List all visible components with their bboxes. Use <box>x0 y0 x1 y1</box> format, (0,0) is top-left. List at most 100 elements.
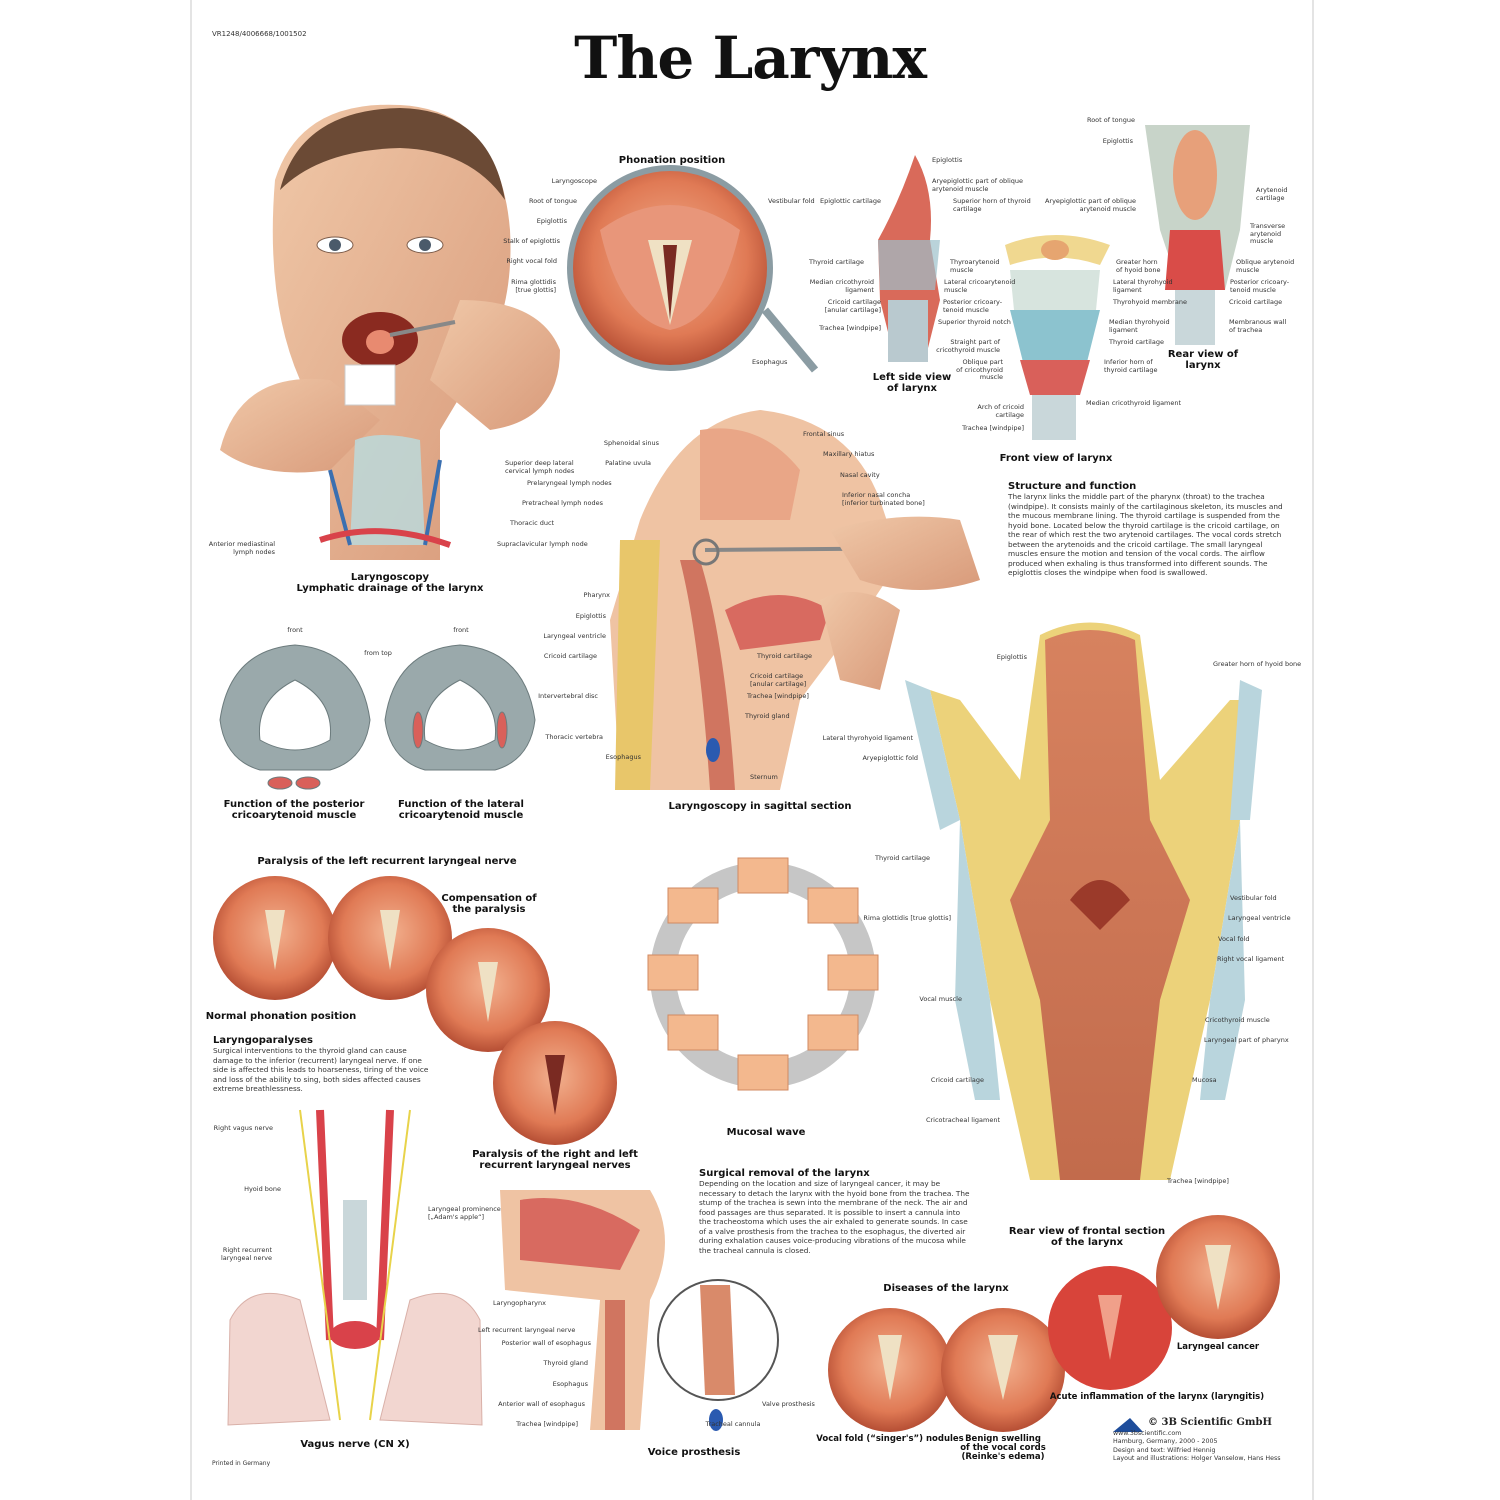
phonation-label: Epiglottis <box>536 217 567 225</box>
prosthesis-label: Left recurrent laryngeal nerve <box>478 1326 576 1334</box>
cricoarytenoid-label: front <box>453 626 469 634</box>
laryngoparalyses-heading: Laryngoparalyses <box>213 1035 313 1046</box>
figure-title: Acute inflammation of the larynx (laryng… <box>1049 1392 1265 1402</box>
figure-title: Paralysis of the left recurrent laryngea… <box>257 856 517 867</box>
frontal-section-label: Mucosa <box>1192 1076 1217 1084</box>
front-view-illustration <box>1005 235 1110 440</box>
laryngoparalyses-body: Surgical interventions to the thyroid gl… <box>213 1046 429 1093</box>
cricoarytenoid-label: front <box>287 626 303 634</box>
laryngoscopy-label: Pretracheal lymph nodes <box>522 499 603 507</box>
front-label: Inferior horn of thyroid cartilage <box>1104 358 1158 374</box>
frontal-section-label: Laryngeal ventricle <box>1228 914 1291 922</box>
copyright-line: Layout and illustrations: Holger Vanselo… <box>1113 1454 1281 1462</box>
sagittal-label: Epiglottis <box>575 612 606 620</box>
prosthesis-label: Thyroid gland <box>543 1359 588 1367</box>
laryngoscopy-label: Supraclavicular lymph node <box>497 540 588 548</box>
phonation-label: Laryngoscope <box>551 177 597 185</box>
sagittal-label: Intervertebral disc <box>538 692 598 700</box>
frontal-section-label: Aryepiglottic fold <box>862 754 918 762</box>
voice-prosthesis-illustration <box>500 1190 779 1431</box>
figure-title: Vocal fold (“singer's”) nodules <box>816 1434 964 1444</box>
cricoarytenoid-label: from top <box>364 649 392 657</box>
surgical-removal-body: Depending on the location and size of la… <box>699 1179 970 1255</box>
sagittal-label: Nasal cavity <box>840 471 880 479</box>
frontal-section-label: Thyroid cartilage <box>875 854 930 862</box>
copyright-line: www.3bscientific.com <box>1113 1430 1182 1437</box>
front-label: Oblique part of cricothyroid muscle <box>956 358 1003 381</box>
rear-label: Epiglottis <box>1102 137 1133 145</box>
front-label: Lateral thyrohyoid ligament <box>1113 278 1173 294</box>
cricoarytenoid-illustrations <box>219 644 536 790</box>
vagus-label: Laryngeal prominence [„Adam's apple“] <box>428 1205 501 1221</box>
figure-title: Front view of larynx <box>999 453 1113 464</box>
phonation-label: Rima glottidis [true glottis] <box>511 278 556 294</box>
sagittal-label: Palatine uvula <box>605 459 651 467</box>
figure-title: Paralysis of the right and left recurren… <box>472 1149 638 1171</box>
rear-label: Aryepiglottic part of oblique arytenoid … <box>1044 197 1136 213</box>
figure-title: Normal phonation position <box>205 1011 357 1022</box>
laryngoscopy-label: Anterior mediastinal lymph nodes <box>208 540 275 556</box>
laryngoscopy-head-illustration <box>220 104 560 561</box>
figure-title: Voice prosthesis <box>647 1447 741 1458</box>
prosthesis-label: Trachea [windpipe] <box>516 1420 578 1428</box>
left-side-label: Thyroarytenoid muscle <box>950 258 1000 274</box>
laryngoscopy-label: Prelaryngeal lymph nodes <box>527 479 612 487</box>
front-label: Thyrohyoid membrane <box>1113 298 1187 306</box>
sagittal-label: Esophagus <box>605 753 641 761</box>
printed-note: Printed in Germany <box>212 1460 271 1467</box>
phonation-label: Esophagus <box>752 358 788 366</box>
frontal-section-label: Trachea [windpipe] <box>1167 1177 1229 1185</box>
vagus-nerve-illustration <box>227 1109 483 1426</box>
front-label: Straight part of cricothyroid muscle <box>936 338 1000 354</box>
prosthesis-label: Valve prosthesis <box>762 1400 815 1408</box>
frontal-section-label: Cricoid cartilage <box>930 1076 984 1084</box>
left-side-view-illustration <box>878 155 940 362</box>
surgical-removal-heading: Surgical removal of the larynx <box>699 1168 870 1179</box>
left-side-label: Epiglottis <box>932 156 963 164</box>
mucosal-wave-illustration <box>647 857 879 1091</box>
left-side-label: Median cricothyroid ligament <box>809 278 874 294</box>
front-label: Median cricothyroid ligament <box>1086 399 1182 407</box>
brand-name: © 3B Scientific GmbH <box>1148 1417 1272 1428</box>
rear-label: Cricoid cartilage <box>1229 298 1283 306</box>
figure-title: Laryngeal cancer <box>1176 1342 1260 1352</box>
product-code: VR1248/4006668/1001502 <box>212 30 307 38</box>
front-label: Thyroid cartilage <box>1109 338 1164 346</box>
left-side-label: Superior horn of thyroid cartilage <box>953 197 1031 213</box>
figure-title: Phonation position <box>618 155 726 166</box>
vagus-label: Hyoid bone <box>244 1185 281 1193</box>
laryngoscopy-label: Thoracic duct <box>510 519 555 527</box>
laryngoscopy-label: Superior deep lateral cervical lymph nod… <box>505 459 575 475</box>
front-label: Trachea [windpipe] <box>962 424 1024 432</box>
left-side-label: Thyroid cartilage <box>809 258 864 266</box>
sagittal-label: Maxillary hiatus <box>823 450 875 458</box>
front-label: Arch of cricoid cartilage <box>977 403 1024 419</box>
sagittal-label: Pharynx <box>583 591 610 599</box>
frontal-section-label: Vocal fold <box>1218 935 1250 943</box>
front-label: Greater horn of hyoid bone <box>1116 258 1161 274</box>
sagittal-label: Thyroid gland <box>745 712 790 720</box>
rear-label: Transverse arytenoid muscle <box>1250 222 1286 245</box>
vagus-label: Right recurrent laryngeal nerve <box>220 1246 272 1262</box>
frontal-section-label: Epiglottis <box>996 653 1027 661</box>
sagittal-label: Thyroid cartilage <box>757 652 812 660</box>
structure-function-body: The larynx links the middle part of the … <box>1008 492 1283 577</box>
left-side-label: Cricoid cartilage [anular cartilage] <box>824 298 881 314</box>
figure-title: Diseases of the larynx <box>883 1283 1009 1294</box>
frontal-section-label: Cricothyroid muscle <box>1205 1016 1270 1024</box>
phonation-label: Stalk of epiglottis <box>503 237 560 245</box>
rear-label: Membranous wall of trachea <box>1229 318 1287 334</box>
frontal-section-label: Greater horn of hyoid bone <box>1213 660 1302 668</box>
left-side-label: Superior thyroid notch <box>938 318 1011 326</box>
prosthesis-label: Tracheal cannula <box>705 1420 761 1428</box>
figure-title: Benign swelling of the vocal cords (Rein… <box>960 1434 1046 1462</box>
sagittal-label: Sternum <box>750 773 778 781</box>
frontal-section-label: Vestibular fold <box>1230 894 1277 902</box>
frontal-section-label: Right vocal ligament <box>1217 955 1285 963</box>
frontal-section-label: Laryngeal part of pharynx <box>1204 1036 1289 1044</box>
vagus-label: Right vagus nerve <box>213 1124 273 1132</box>
prosthesis-label: Anterior wall of esophagus <box>498 1400 585 1408</box>
paralysis-scopes <box>213 876 617 1145</box>
